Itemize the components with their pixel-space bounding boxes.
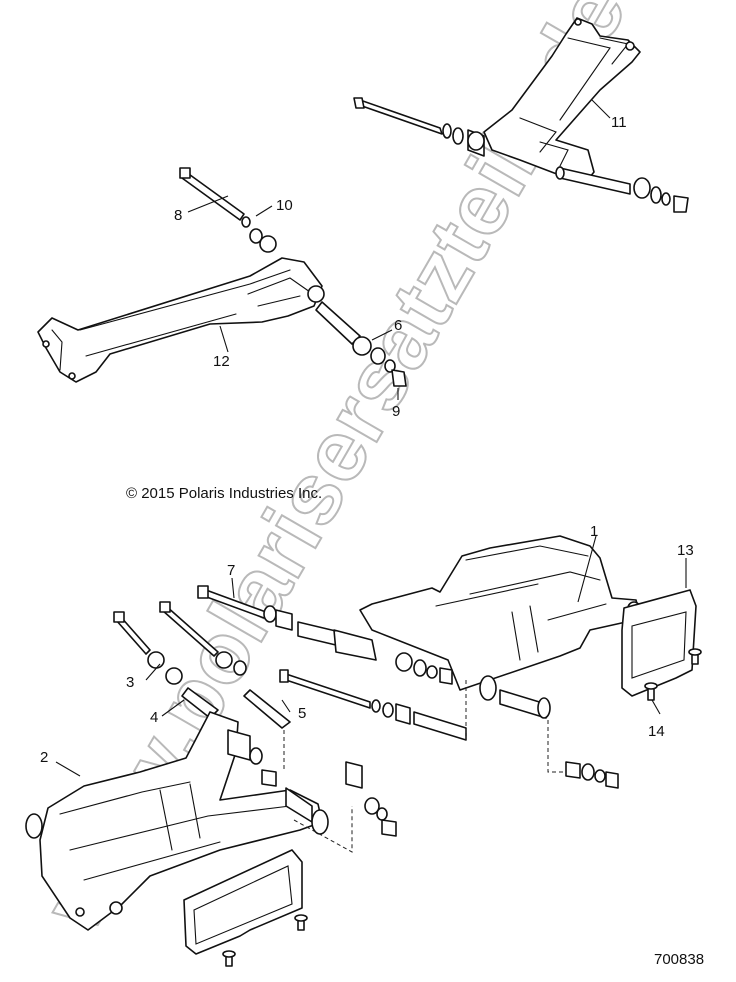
bolt-left-plate-a — [222, 950, 236, 967]
bolt-3 — [113, 611, 183, 685]
callout-1: 1 — [590, 523, 598, 540]
plate-left — [183, 849, 303, 955]
callout-10: 10 — [276, 197, 293, 214]
trailing-arm-upper-right — [483, 17, 641, 183]
callout-12: 12 — [213, 353, 230, 370]
callout-14: 14 — [648, 723, 665, 740]
callout-3: 3 — [126, 674, 134, 691]
callout-6: 6 — [394, 317, 402, 334]
callout-4: 4 — [150, 709, 158, 726]
copyright-notice: © 2015 Polaris Industries Inc. — [126, 485, 322, 502]
nut-9 — [391, 369, 407, 387]
bushing-stack-upper-right — [633, 177, 689, 213]
bolt-14 — [644, 682, 658, 701]
rocker-frame-right — [359, 535, 641, 719]
bolt-lower-long — [279, 669, 467, 741]
diagram-number: 700838 — [654, 951, 704, 968]
bolt-14b — [688, 648, 702, 665]
bolt-7 — [197, 585, 293, 631]
alignment-line-c — [547, 720, 566, 773]
bolt-upper-long — [353, 97, 443, 135]
callout-13: 13 — [677, 542, 694, 559]
bushing-stack-6 — [352, 336, 396, 373]
trailing-arm-upper-left — [37, 257, 325, 383]
rocker-frame-left — [25, 711, 329, 931]
callout-5: 5 — [298, 705, 306, 722]
spacer-tube-6 — [315, 301, 361, 345]
callout-7: 7 — [227, 562, 235, 579]
callout-8: 8 — [174, 207, 182, 224]
bolt-mid — [159, 601, 247, 676]
bolt-8 — [179, 167, 245, 221]
bolt-left-plate-b — [294, 914, 308, 931]
spacer-tube-upper — [555, 166, 631, 195]
plate-13 — [621, 589, 697, 697]
washer-10 — [241, 216, 277, 253]
bushing-stack-upper — [442, 123, 485, 157]
bushing-stack-lower-right — [565, 761, 619, 789]
callout-2: 2 — [40, 749, 48, 766]
callout-9: 9 — [392, 403, 400, 420]
alignment-line-b — [293, 806, 353, 853]
bushing-stack-left-lower — [227, 729, 397, 837]
leader-lines — [55, 99, 687, 777]
spacer-5 — [243, 689, 291, 729]
bushing-stack-mid-right — [297, 621, 453, 685]
callout-11: 11 — [611, 114, 627, 131]
